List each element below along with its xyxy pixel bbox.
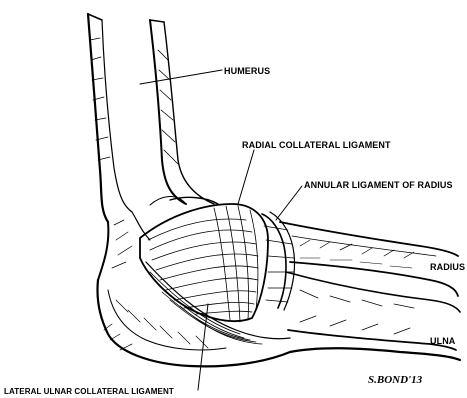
artist-signature: S.BOND'13 — [368, 374, 422, 386]
radial-collateral-ligament — [140, 204, 268, 322]
label-lateral-ulnar-collateral-ligament: LATERAL ULNAR COLLATERAL LIGAMENT — [4, 387, 174, 396]
humerus-bone — [88, 14, 218, 280]
leader-lateral-ulnar — [198, 304, 208, 390]
label-radius: RADIUS — [430, 262, 465, 272]
label-humerus: HUMERUS — [224, 66, 270, 76]
label-radial-collateral-ligament: RADIAL COLLATERAL LIGAMENT — [242, 140, 391, 150]
label-ulna: ULNA — [430, 336, 455, 346]
leader-annular — [276, 186, 302, 220]
leader-humerus — [140, 70, 222, 84]
olecranon-outline — [97, 280, 460, 366]
radius-bone — [280, 222, 458, 296]
leader-radial-collateral — [238, 150, 254, 204]
lateral-ulnar-collateral-ligament — [146, 262, 290, 344]
label-annular-ligament: ANNULAR LIGAMENT OF RADIUS — [304, 180, 453, 190]
